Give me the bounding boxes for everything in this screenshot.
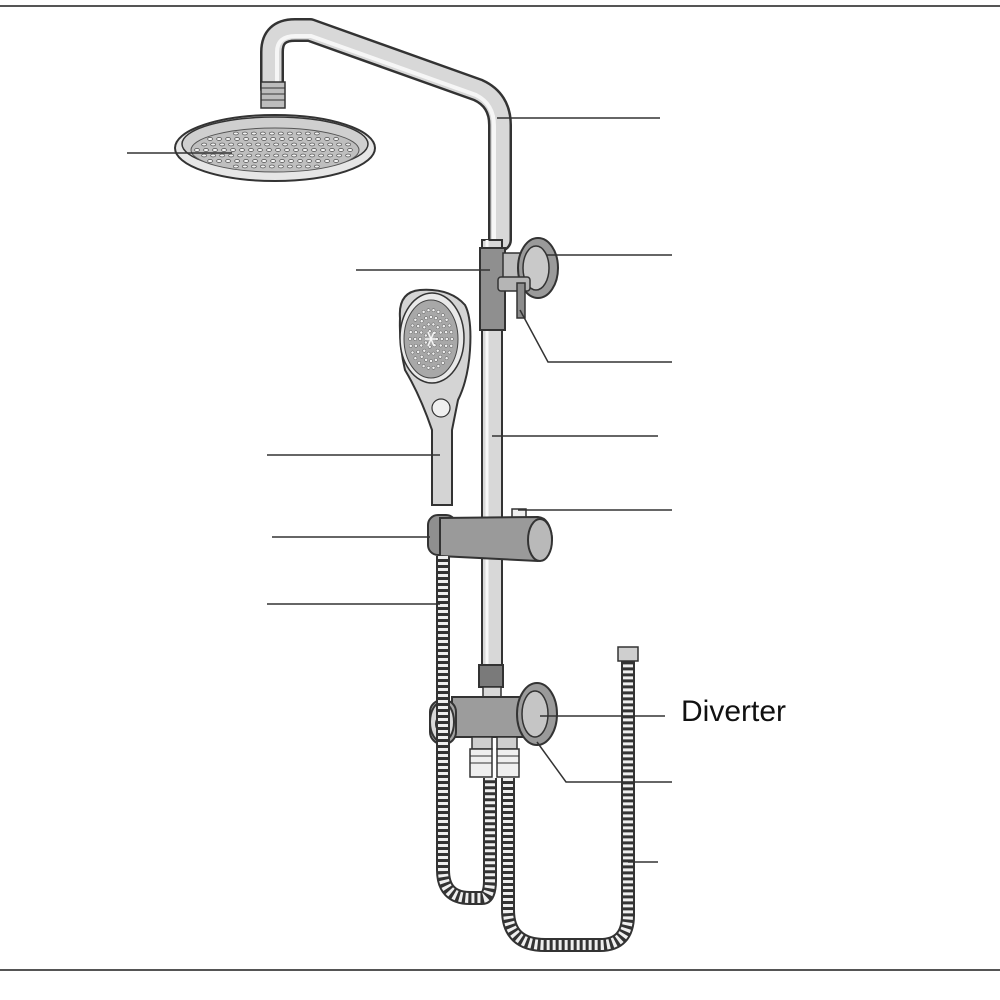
diverter-label: Diverter [681, 695, 786, 728]
leader-bracket-handle [519, 309, 672, 363]
rain-head-nozzles [194, 131, 353, 169]
spray-button-icon [431, 398, 451, 418]
hand-shower [398, 288, 472, 506]
callout-leaders [127, 117, 672, 863]
sliding-holder [427, 508, 554, 563]
hand-shower-nozzles [408, 308, 454, 370]
rain-shower-head [174, 114, 376, 182]
shower-arm [260, 18, 512, 252]
upper-wall-bracket [479, 237, 559, 331]
supply-hose-nut [617, 646, 639, 662]
leader-diverter-wall-mount [536, 741, 672, 783]
hoses [436, 556, 639, 952]
rain-head-connector [260, 81, 286, 109]
